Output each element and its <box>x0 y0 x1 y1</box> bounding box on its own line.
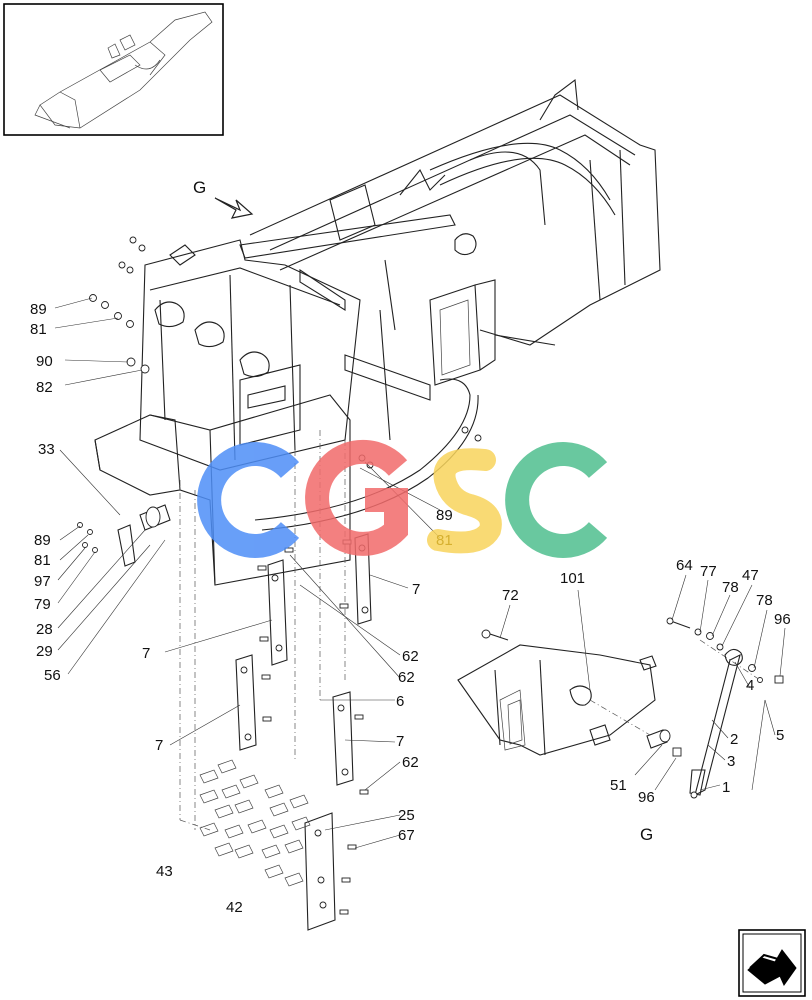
callout-96-a: 96 <box>774 611 791 628</box>
callout-72: 72 <box>502 587 519 604</box>
callout-81-a: 81 <box>30 321 47 338</box>
callout-101: 101 <box>560 570 585 587</box>
callout-62-c: 62 <box>402 754 419 771</box>
callout-7-c: 7 <box>155 737 163 754</box>
watermark-letter-s <box>427 448 502 554</box>
callout-7-b: 7 <box>412 581 420 598</box>
callout-62-b: 62 <box>398 669 415 686</box>
detail-view-label: G <box>640 825 653 844</box>
callout-5: 5 <box>776 727 784 744</box>
callout-82: 82 <box>36 379 53 396</box>
callout-numbers-overlay: 89 81 <box>436 507 453 549</box>
callout-56: 56 <box>44 667 61 684</box>
callout-78-a: 78 <box>722 579 739 596</box>
overview-thumbnail <box>3 3 224 136</box>
callout-33: 33 <box>38 441 55 458</box>
callout-81-b: 81 <box>34 552 51 569</box>
callout-25: 25 <box>398 807 415 824</box>
callout-leaders <box>54 297 786 849</box>
callout-7-a: 7 <box>142 645 150 662</box>
exploded-strips <box>179 430 372 931</box>
callout-64: 64 <box>676 557 693 574</box>
callout-42: 42 <box>226 899 243 916</box>
callout-1: 1 <box>722 779 730 796</box>
view-direction-arrow: G <box>193 178 254 219</box>
callout-51: 51 <box>610 777 627 794</box>
callout-67: 67 <box>398 827 415 844</box>
watermark-letter-g <box>305 439 408 556</box>
callout-2: 2 <box>730 731 738 748</box>
callout-90: 90 <box>36 353 53 370</box>
callout-77: 77 <box>700 563 717 580</box>
callout-62-a: 62 <box>402 648 419 665</box>
callout-3: 3 <box>727 753 735 770</box>
callout-29: 29 <box>36 643 53 660</box>
callout-6: 6 <box>396 693 404 710</box>
watermark-letter-c-2 <box>505 442 608 558</box>
callout-79: 79 <box>34 596 51 613</box>
callout-89-a: 89 <box>30 301 47 318</box>
detail-view-g <box>457 617 784 799</box>
watermark-letter-c-1 <box>197 442 300 558</box>
hardware-left-top <box>77 236 482 553</box>
next-page-arrow-icon[interactable] <box>738 929 806 997</box>
callout-28: 28 <box>36 621 53 638</box>
callout-7-d: 7 <box>396 733 404 750</box>
callout-4: 4 <box>746 677 754 694</box>
cgsc-watermark <box>197 439 608 558</box>
callout-numbers: 89 81 90 82 33 89 81 97 79 28 29 56 7 7 … <box>30 301 791 916</box>
callout-43: 43 <box>156 863 173 880</box>
view-label: G <box>193 178 206 197</box>
callout-89-c: 89 <box>436 507 453 524</box>
callout-96-b: 96 <box>638 789 655 806</box>
callout-47: 47 <box>742 567 759 584</box>
callout-89-b: 89 <box>34 532 51 549</box>
callout-78-b: 78 <box>756 592 773 609</box>
callout-97: 97 <box>34 573 51 590</box>
callout-81-c: 81 <box>436 532 453 549</box>
